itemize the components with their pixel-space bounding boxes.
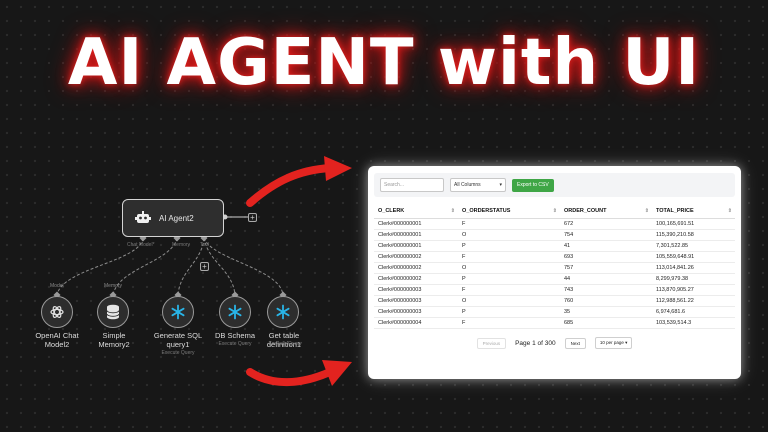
connection-tool-sql — [177, 237, 205, 296]
port-label-tool: Tool — [200, 242, 210, 248]
database-icon — [106, 304, 120, 320]
arrow-bottom-icon — [246, 368, 334, 387]
arrow-top-head-icon — [324, 156, 352, 181]
sort-icon: ⇕ — [727, 208, 732, 214]
openai-icon — [50, 306, 64, 318]
connection-model — [56, 237, 144, 296]
openai-chat-model-node[interactable] — [41, 296, 73, 328]
headline-title: AI AGENT with UI — [67, 26, 701, 100]
results-table: O_CLERK⇕ O_ORDERSTATUS⇕ ORDER_COUNT⇕ TOT… — [374, 205, 735, 330]
node-sub-definition: Execute Query — [268, 341, 302, 347]
node-label-memory: Simple Memory2 — [98, 331, 130, 349]
column-select-value: All Columns — [454, 182, 481, 188]
port-label-memory: Memory — [172, 242, 191, 248]
sort-icon: ⇕ — [644, 208, 649, 214]
arrow-top-icon — [246, 164, 334, 207]
node-sub-schema: Execute Query — [218, 341, 252, 347]
node-label-openai: OpenAI Chat Model2 — [35, 331, 79, 349]
sort-icon: ⇕ — [450, 208, 455, 214]
column-select[interactable]: All Columns ▾ — [450, 178, 506, 192]
connection-memory — [112, 237, 178, 296]
results-table-panel: All Columns ▾ Export to CSV O_CLERK⇕ O_O… — [368, 166, 741, 379]
node-label-definition: Get table definition1 — [266, 331, 302, 349]
column-header-order-count[interactable]: ORDER_COUNT⇕ — [560, 205, 652, 219]
previous-page-button[interactable]: Previous — [476, 337, 507, 349]
port-label-chat-model: Chat Model* — [127, 242, 155, 248]
table-toolbar: All Columns ▾ Export to CSV — [374, 173, 735, 197]
column-header-total-price[interactable]: TOTAL_PRICE⇕ — [652, 205, 735, 219]
connection-tool-definition — [203, 237, 284, 296]
robot-icon — [135, 211, 151, 223]
export-csv-button[interactable]: Export to CSV — [512, 178, 554, 192]
sort-icon: ⇕ — [552, 208, 557, 214]
per-page-select[interactable]: 10 per page ▾ — [594, 337, 633, 350]
chevron-down-icon: ▾ — [499, 182, 502, 188]
connection-label-model: Model — [50, 283, 64, 289]
node-label-sql: Generate SQL query1 — [153, 331, 203, 349]
page-indicator: Page 1 of 300 — [515, 339, 556, 347]
generate-sql-query-node[interactable] — [162, 296, 194, 328]
connection-label-memory: Memory — [104, 283, 123, 289]
column-header-orderstatus[interactable]: O_ORDERSTATUS⇕ — [458, 205, 560, 219]
add-tool-plus-button[interactable]: + — [200, 262, 209, 271]
connection-tool-schema — [203, 237, 236, 296]
pagination: Previous Page 1 of 300 Next 10 per page … — [374, 337, 735, 350]
chevron-down-icon: ▾ — [625, 340, 628, 346]
snowflake-icon — [276, 304, 290, 320]
snowflake-icon — [171, 304, 185, 320]
arrow-bottom-head-icon — [322, 360, 352, 386]
node-label-schema: DB Schema — [214, 331, 256, 340]
node-sub-sql: Execute Query — [161, 350, 195, 356]
agent-node-label: AI Agent2 — [159, 213, 194, 223]
get-table-definition-node[interactable] — [267, 296, 299, 328]
simple-memory-node[interactable] — [97, 296, 129, 328]
snowflake-icon — [228, 304, 242, 320]
ai-agent-node[interactable]: AI Agent2 — [122, 199, 224, 237]
table-header-row: O_CLERK⇕ O_ORDERSTATUS⇕ ORDER_COUNT⇕ TOT… — [374, 205, 735, 219]
add-node-plus-button[interactable]: + — [248, 213, 257, 222]
search-input[interactable] — [380, 178, 444, 192]
next-page-button[interactable]: Next — [564, 337, 586, 349]
column-header-clerk[interactable]: O_CLERK⇕ — [374, 205, 458, 219]
db-schema-node[interactable] — [219, 296, 251, 328]
